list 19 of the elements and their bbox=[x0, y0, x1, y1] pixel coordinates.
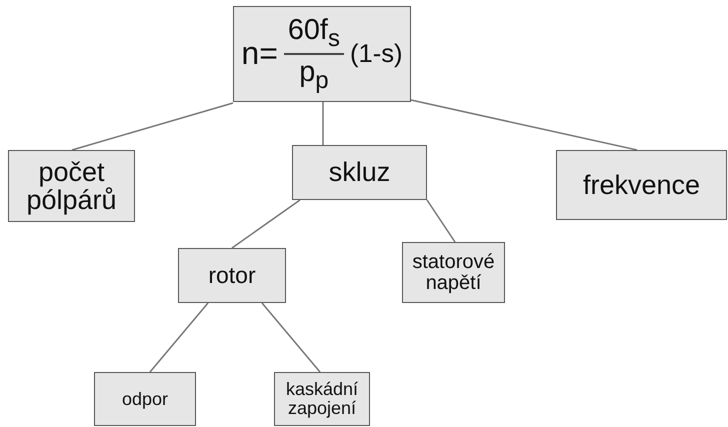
formula-box bbox=[233, 6, 411, 102]
connector-line bbox=[72, 102, 234, 151]
concept-box: skluz bbox=[292, 145, 427, 200]
connector-line bbox=[261, 302, 321, 372]
concept-box: počet pólpárů bbox=[8, 150, 135, 222]
concept-box: frekvence bbox=[556, 150, 727, 220]
connector-line bbox=[322, 102, 324, 145]
formula-text: (1-s) bbox=[350, 40, 403, 68]
connector-line bbox=[149, 302, 209, 372]
formula-text: n= bbox=[241, 37, 278, 71]
concept-box: odpor bbox=[94, 372, 196, 426]
connector-line bbox=[410, 99, 638, 151]
connector-line bbox=[232, 199, 300, 249]
concept-box: statorové napětí bbox=[402, 242, 505, 303]
fraction-numerator: 60f$_{s}$ bbox=[284, 15, 344, 55]
concept-box: rotor bbox=[178, 248, 286, 303]
concept-box: kaskádní zapojení bbox=[274, 372, 370, 426]
fraction-denominator: p$_{p}$ bbox=[299, 55, 329, 93]
connector-line bbox=[426, 200, 456, 242]
